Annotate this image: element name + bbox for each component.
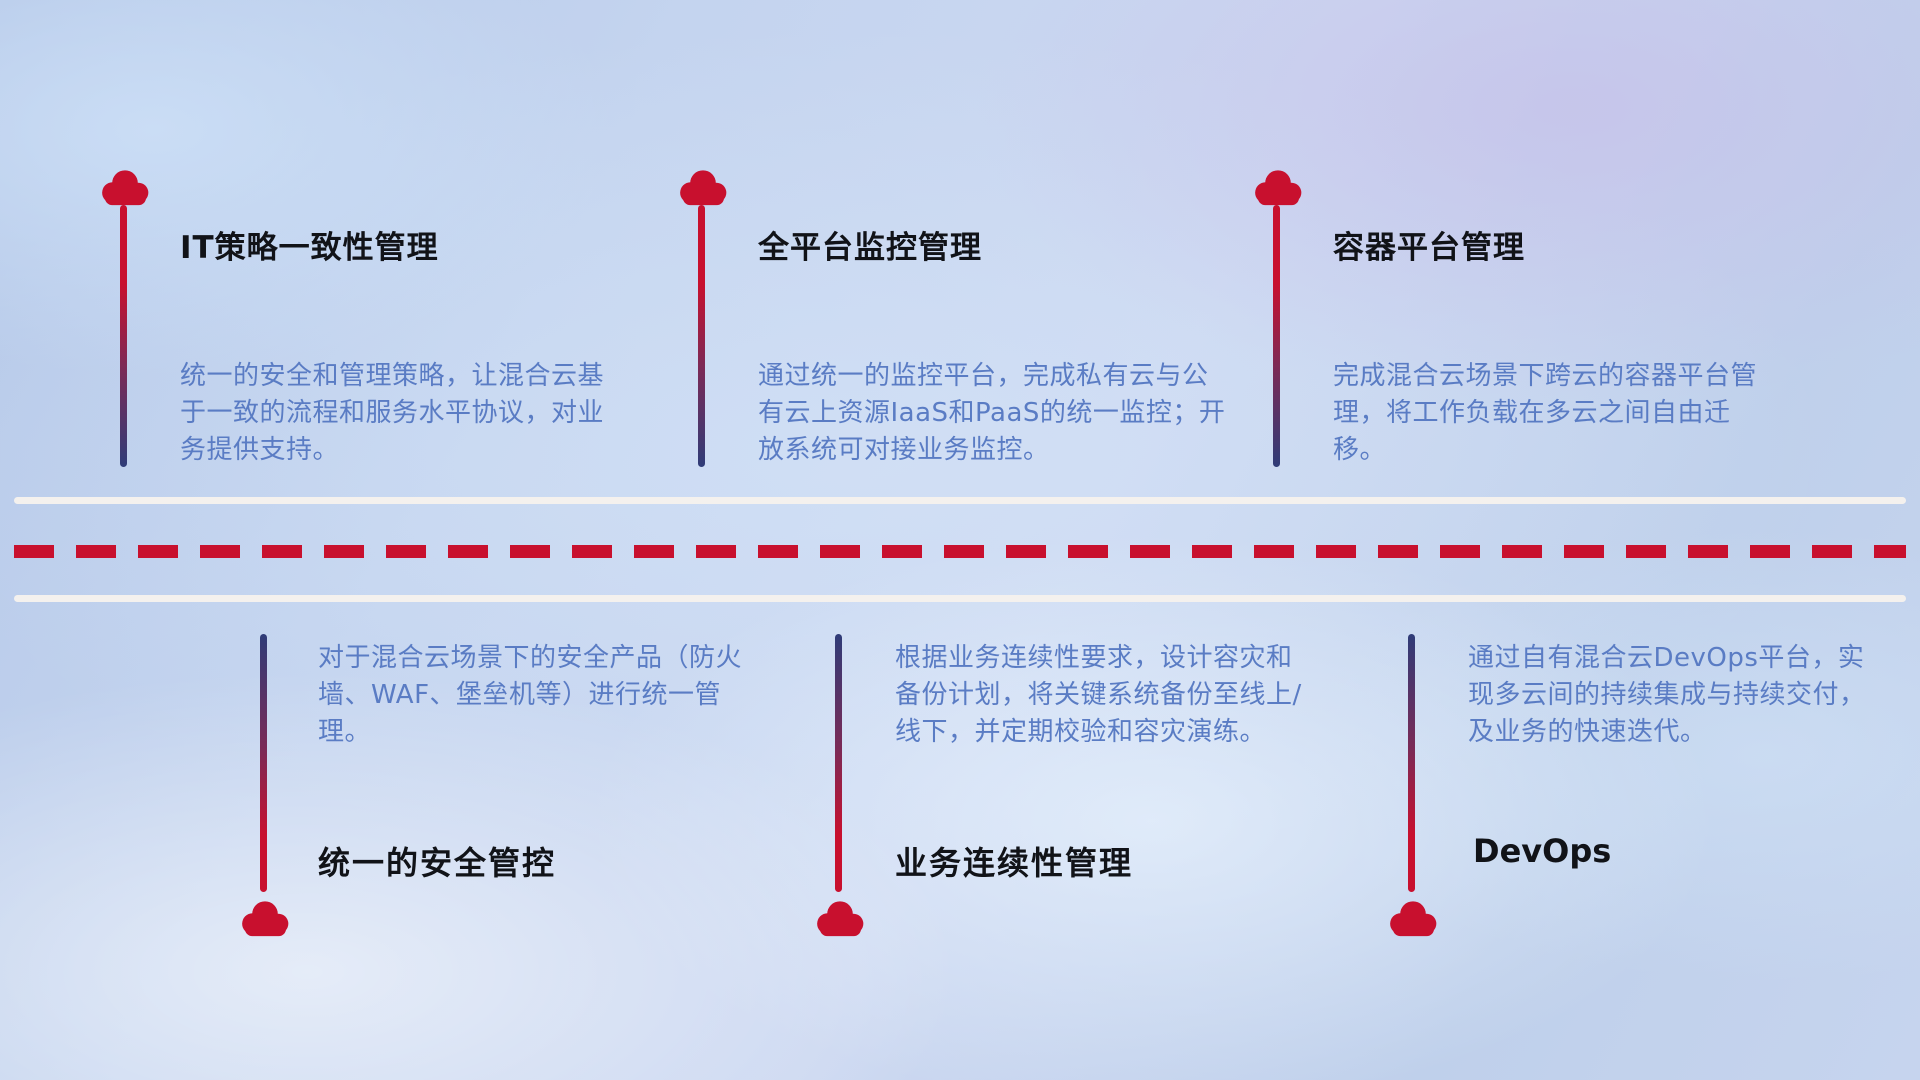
cloud-icon	[1384, 898, 1442, 938]
timeline-stem	[1273, 205, 1280, 467]
timeline-stem	[698, 205, 705, 467]
timeline-stem	[260, 634, 267, 892]
feature-title-it-policy: IT策略一致性管理	[180, 230, 439, 266]
cloud-icon	[674, 167, 732, 207]
feature-title-devops: DevOps	[1473, 832, 1612, 870]
feature-desc-it-policy: 统一的安全和管理策略，让混合云基于一致的流程和服务水平协议，对业务提供支持。	[180, 361, 605, 465]
feature-title-container-platform: 容器平台管理	[1333, 230, 1525, 266]
timeline-stem	[120, 205, 127, 467]
feature-desc-container-platform: 完成混合云场景下跨云的容器平台管理，将工作负载在多云之间自由迁移。	[1333, 361, 1758, 465]
timeline-upper-line	[14, 497, 1906, 504]
timeline-stem	[1408, 634, 1415, 892]
cloud-icon	[1249, 167, 1307, 207]
feature-desc-monitoring: 通过统一的监控平台，完成私有云与公有云上资源IaaS和PaaS的统一监控；开放系…	[758, 361, 1226, 465]
feature-title-security-control: 统一的安全管控	[318, 844, 557, 882]
feature-desc-devops: 通过自有混合云DevOps平台，实现多云间的持续集成与持续交付，及业务的快速迭代…	[1468, 643, 1866, 747]
feature-title-business-continuity: 业务连续性管理	[895, 844, 1134, 882]
cloud-icon	[236, 898, 294, 938]
timeline-dashed-line	[14, 545, 1906, 558]
feature-desc-security-control: 对于混合云场景下的安全产品（防火墙、WAF、堡垒机等）进行统一管理。	[318, 643, 743, 747]
feature-desc-business-continuity: 根据业务连续性要求，设计容灾和备份计划，将关键系统备份至线上/线下，并定期校验和…	[895, 643, 1302, 747]
cloud-icon	[96, 167, 154, 207]
feature-title-monitoring: 全平台监控管理	[758, 230, 982, 266]
cloud-icon	[811, 898, 869, 938]
timeline-lower-line	[14, 595, 1906, 602]
timeline-stem	[835, 634, 842, 892]
